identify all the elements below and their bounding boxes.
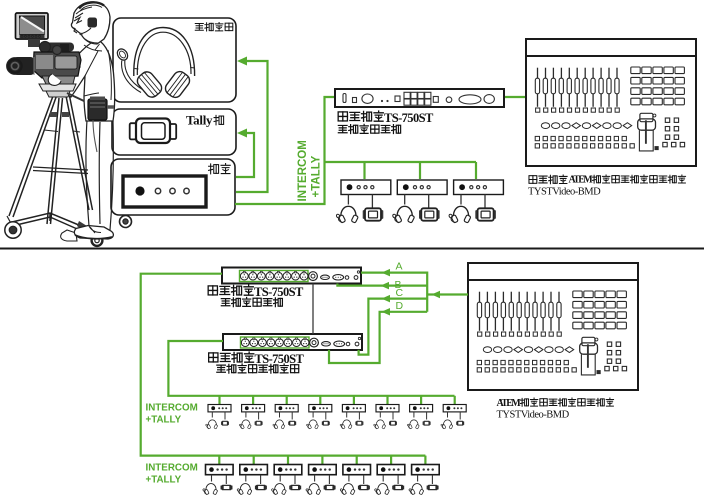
svg-text:A: A: [396, 261, 403, 273]
svg-text:INTERCOM: INTERCOM: [297, 140, 309, 201]
svg-text:TS-750ST: TS-750ST: [384, 111, 434, 125]
svg-text:Tally: Tally: [186, 113, 213, 128]
svg-text:ATEM: ATEM: [569, 175, 594, 186]
svg-text:TYSTVideo-BMD: TYSTVideo-BMD: [497, 409, 570, 420]
svg-text:TYSTVideo-BMD: TYSTVideo-BMD: [528, 187, 601, 198]
svg-text:+TALLY: +TALLY: [146, 475, 182, 486]
svg-text:B: B: [395, 279, 402, 291]
svg-text:D: D: [396, 300, 404, 312]
svg-text:ATEM: ATEM: [497, 398, 522, 409]
svg-text:INTERCOM: INTERCOM: [146, 403, 198, 414]
svg-text:TS-750ST: TS-750ST: [255, 352, 305, 366]
svg-text:INTERCOM: INTERCOM: [146, 463, 198, 474]
svg-text:TS-750ST: TS-750ST: [254, 285, 304, 299]
svg-text:+TALLY: +TALLY: [146, 415, 182, 426]
svg-text:C: C: [396, 287, 404, 299]
svg-text:+TALLY: +TALLY: [311, 155, 323, 197]
